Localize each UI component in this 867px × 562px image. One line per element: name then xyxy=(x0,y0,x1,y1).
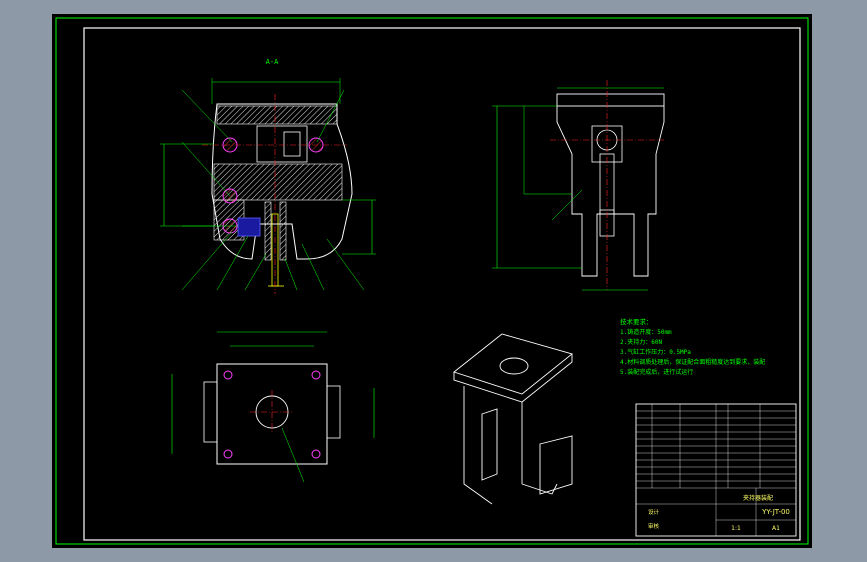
tech-item: 2.夹持力：60N xyxy=(620,338,662,346)
top-view xyxy=(171,331,375,483)
isometric-view xyxy=(453,333,573,505)
tech-item: 4.材料调质处理后，保证配合面粗糙度达到要求，装配 xyxy=(620,358,765,366)
title-block: 夹持器装配 YY-JT-00 1:1 A1 设计 审核 xyxy=(635,403,797,537)
tech-heading: 技术要求： xyxy=(620,317,653,326)
designer-label: 设计 xyxy=(648,508,660,516)
tech-item: 3.气缸工作压力：0.5MPa xyxy=(620,348,691,356)
inner-frame xyxy=(83,27,801,541)
cad-drawing: A-A xyxy=(55,17,809,545)
outer-frame xyxy=(55,17,809,545)
checker-label: 审核 xyxy=(648,522,660,530)
side-view xyxy=(492,80,665,291)
sheet-size: A1 xyxy=(772,525,780,532)
tech-requirements: 技术要求： 1.铸造开度：50mm 2.夹持力：60N 3.气缸工作压力：0.5… xyxy=(620,317,765,376)
drawing-sheet: A-A xyxy=(52,14,812,548)
product-name: 夹持器装配 xyxy=(743,494,773,502)
tech-item: 5.装配完成后，进行试运行 xyxy=(620,368,693,376)
drawing-number: YY-JT-00 xyxy=(761,508,790,516)
section-label: A-A xyxy=(266,58,279,66)
front-section-view: A-A xyxy=(160,58,376,294)
scale: 1:1 xyxy=(731,525,741,532)
tech-item: 1.铸造开度：50mm xyxy=(620,328,672,336)
